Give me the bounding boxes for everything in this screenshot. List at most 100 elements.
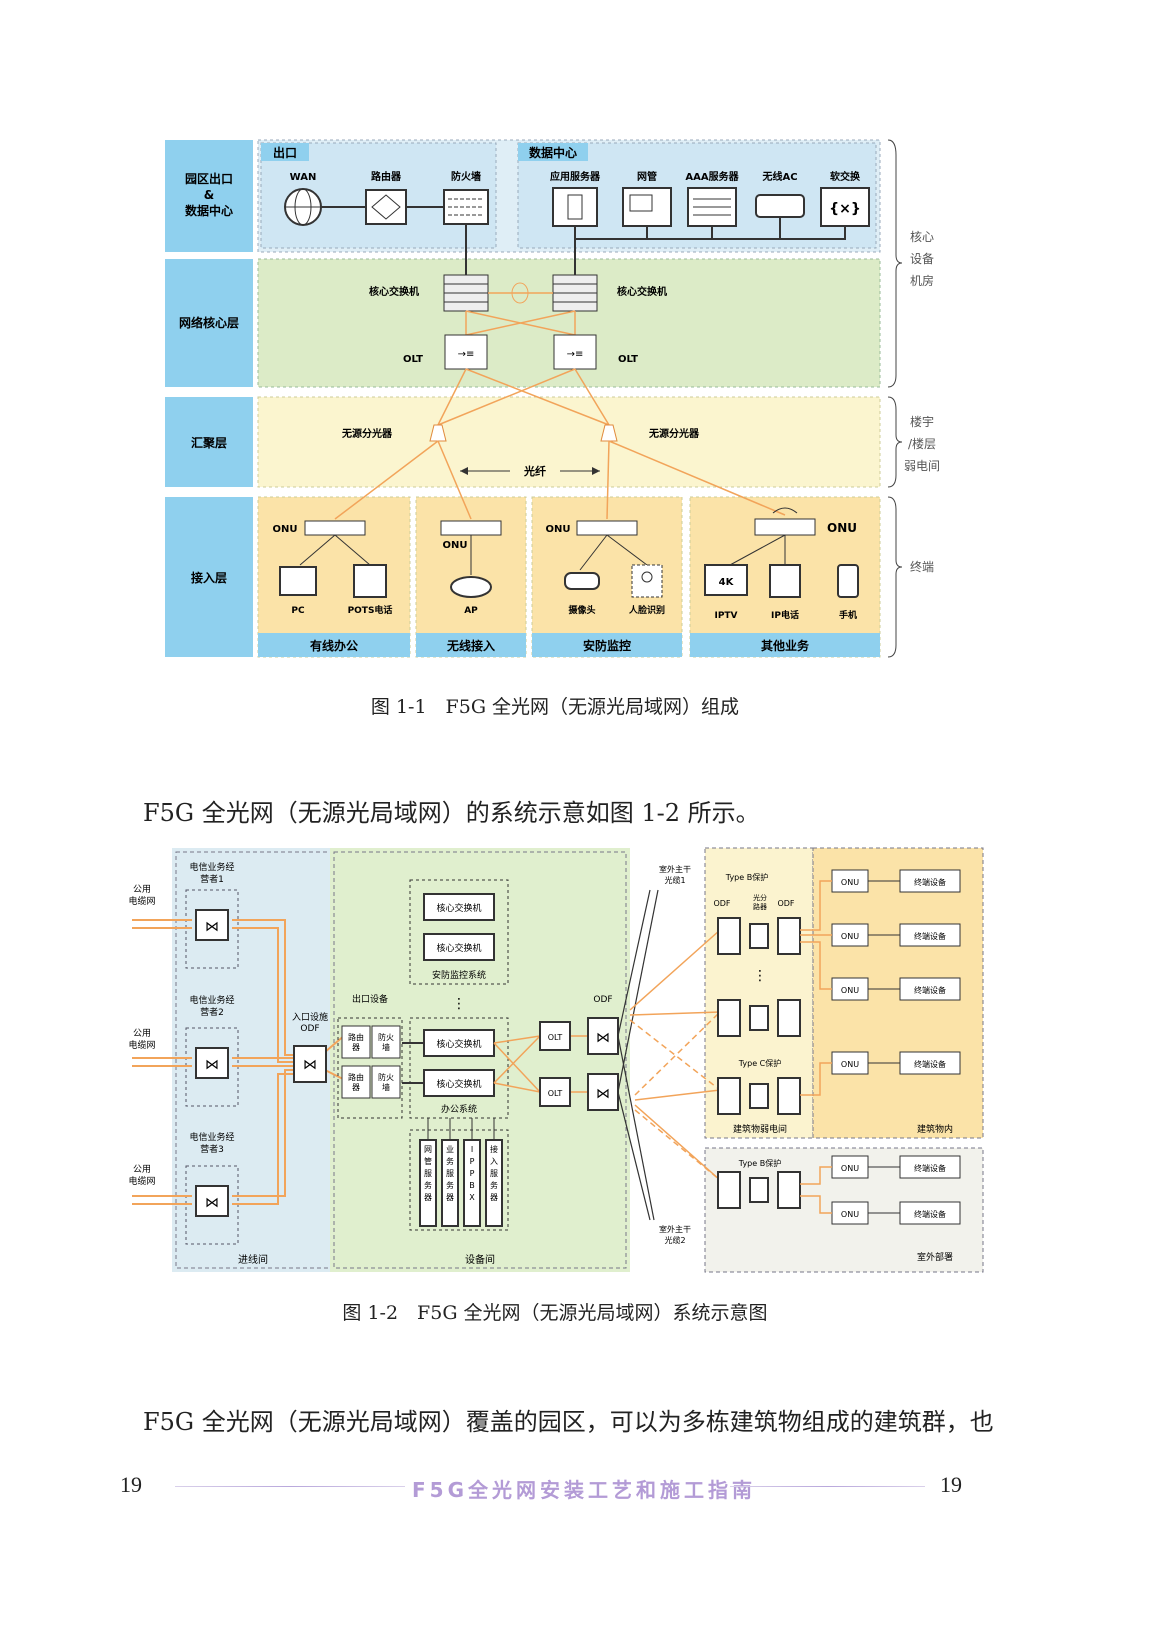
trunk-2-line-b xyxy=(617,1091,651,1221)
trunk-2-label: 室外主干光缆2 xyxy=(659,1224,691,1245)
splitter-onu-wired xyxy=(334,440,439,520)
office-core-switch-2 xyxy=(423,1069,495,1097)
outdoor-splitter xyxy=(749,1177,769,1203)
server-business-label: 业务服务器 xyxy=(446,1144,454,1202)
vertical-ellipsis-2: ⋮ xyxy=(753,968,767,984)
face-recognition-label: 人脸识别 xyxy=(628,604,665,616)
operator-3-to-odf xyxy=(232,1069,295,1197)
outdoor-border xyxy=(704,1147,984,1273)
onu-other-icon xyxy=(754,518,816,536)
figure-1-caption: 图 1-1 F5G 全光网（无源光局域网）组成 xyxy=(370,696,740,718)
trunk-standby-link-3 xyxy=(634,1109,721,1181)
equipment-room-label: 设备间 xyxy=(465,1253,495,1266)
exit-box-tag xyxy=(261,143,309,161)
olt-right-label: OLT xyxy=(618,354,638,365)
building-splitter-label: 光分路器 xyxy=(753,893,767,911)
equipment-odf-2-glyph: ⋈ xyxy=(596,1086,610,1102)
ip-phone-label: IP电话 xyxy=(771,609,799,621)
core-switch-left xyxy=(443,274,489,312)
trunk-1-line-b xyxy=(617,889,659,1093)
building-splitter-2 xyxy=(749,1005,769,1031)
layer-access-block xyxy=(165,497,253,657)
entrance-room-border xyxy=(175,851,332,1269)
splitter-onu-wireless xyxy=(437,440,472,520)
access-group-other-label: 其他业务 xyxy=(761,638,810,653)
building-odf-right-label: ODF xyxy=(777,899,794,908)
security-system-label: 安防监控系统 xyxy=(432,969,486,981)
building-odf-2a xyxy=(717,999,741,1037)
splitter-right-icon xyxy=(600,424,618,442)
building-odf-1a xyxy=(717,917,741,955)
outdoor-odf-a xyxy=(717,1171,741,1209)
footer-rule-right xyxy=(730,1486,925,1487)
brace-core-room xyxy=(887,139,903,388)
onu-b3-label: ONU xyxy=(841,986,859,995)
building-splitter-groups xyxy=(717,917,801,1115)
splitter-onu-links xyxy=(334,440,786,520)
ip-phone-icon xyxy=(769,564,801,598)
iptv-icon xyxy=(704,564,748,596)
trunk-building-link-1 xyxy=(629,929,721,1011)
server-nms xyxy=(419,1139,437,1227)
footer-title: F5G全光网安装工艺和施工指南 xyxy=(412,1478,756,1502)
odf-glyphs: ⋈ ⋈ ⋈ ⋈ xyxy=(205,919,317,1211)
entrance-room-label: 进线间 xyxy=(238,1253,268,1266)
app-server-icon-inner xyxy=(567,194,583,220)
core-switch-left-label: 核心交换机 xyxy=(369,285,419,298)
outdoor-splitter-group xyxy=(717,1171,801,1209)
operator-2-label: 电信业务经营者2 xyxy=(189,994,234,1018)
onu-face-link xyxy=(606,534,648,566)
office-core-switch-2-label: 核心交换机 xyxy=(436,1078,481,1090)
olt-2-label: OLT xyxy=(548,1089,563,1098)
security-core-switch-2-label: 核心交换机 xyxy=(436,942,481,954)
router-1-icon xyxy=(341,1025,371,1059)
outdoor-onu-links xyxy=(800,1166,832,1214)
operator-3-odf-glyph: ⋈ xyxy=(205,1195,219,1211)
dc-box-tag xyxy=(518,143,588,161)
right-label-terminal: 终端 xyxy=(910,559,934,574)
wan-label: WAN xyxy=(290,172,317,183)
splitter-left-label: 无源分光器 xyxy=(341,427,393,440)
face-recognition-icon xyxy=(631,564,663,598)
nms-label: 网管 xyxy=(637,170,657,183)
core-switch-right xyxy=(552,274,598,312)
firewall-2-label: 防火墙 xyxy=(378,1072,394,1092)
pots-phone-icon xyxy=(353,564,387,598)
odf-onu-b3-link xyxy=(800,941,832,990)
router-2-icon xyxy=(341,1065,371,1099)
trunk-building-link-3 xyxy=(634,1089,721,1101)
server-access-label: 接入服务器 xyxy=(490,1144,498,1202)
onu-b2-label: ONU xyxy=(841,932,859,941)
pc-label: PC xyxy=(291,606,305,616)
access-group-wired-label: 有线办公 xyxy=(310,638,358,653)
onu-devices: ONU ONU ONU ONU xyxy=(273,507,857,551)
camera-icon xyxy=(564,572,600,590)
fiber-label: 光纤 xyxy=(523,464,546,478)
entry-odf-glyph: ⋈ xyxy=(303,1057,317,1073)
type-b-label-outdoor: Type B保护 xyxy=(738,1158,781,1168)
onu-wired-icon xyxy=(304,520,366,536)
olt-right-splitter-left xyxy=(437,368,576,426)
access-group-security-bar xyxy=(532,633,682,657)
terminal-b3-label: 终端设备 xyxy=(914,985,946,995)
trunk-1-label: 室外主干光缆1 xyxy=(659,864,691,885)
building-odf-3b xyxy=(777,1077,801,1115)
operator-2-odf-glyph: ⋈ xyxy=(205,1057,219,1073)
olt-left-splitter-right xyxy=(465,368,610,426)
type-b-label-building: Type B保护 xyxy=(725,872,768,882)
onu-security-label: ONU xyxy=(546,524,571,535)
odf-onu-b1-link xyxy=(800,880,832,931)
building-odf-1b xyxy=(777,917,801,955)
office-olt-1-1 xyxy=(493,1035,541,1044)
olt-1-label: OLT xyxy=(548,1033,563,1042)
exit-equipment-devices: 路由器 防火墙 路由器 防火墙 xyxy=(341,1025,401,1099)
router-2-label: 路由器 xyxy=(348,1072,364,1092)
right-label-core-room: 核心设备机房 xyxy=(910,230,934,288)
splitter-left-icon xyxy=(429,424,447,442)
building-splitter-3 xyxy=(749,1083,769,1109)
footer-page-left: 19 xyxy=(120,1472,142,1497)
ap-icon xyxy=(450,576,492,598)
nms-icon-screen xyxy=(629,194,653,212)
olt-left-glyph: →≡ xyxy=(458,349,475,360)
trunk-building-link-2 xyxy=(629,1011,721,1016)
